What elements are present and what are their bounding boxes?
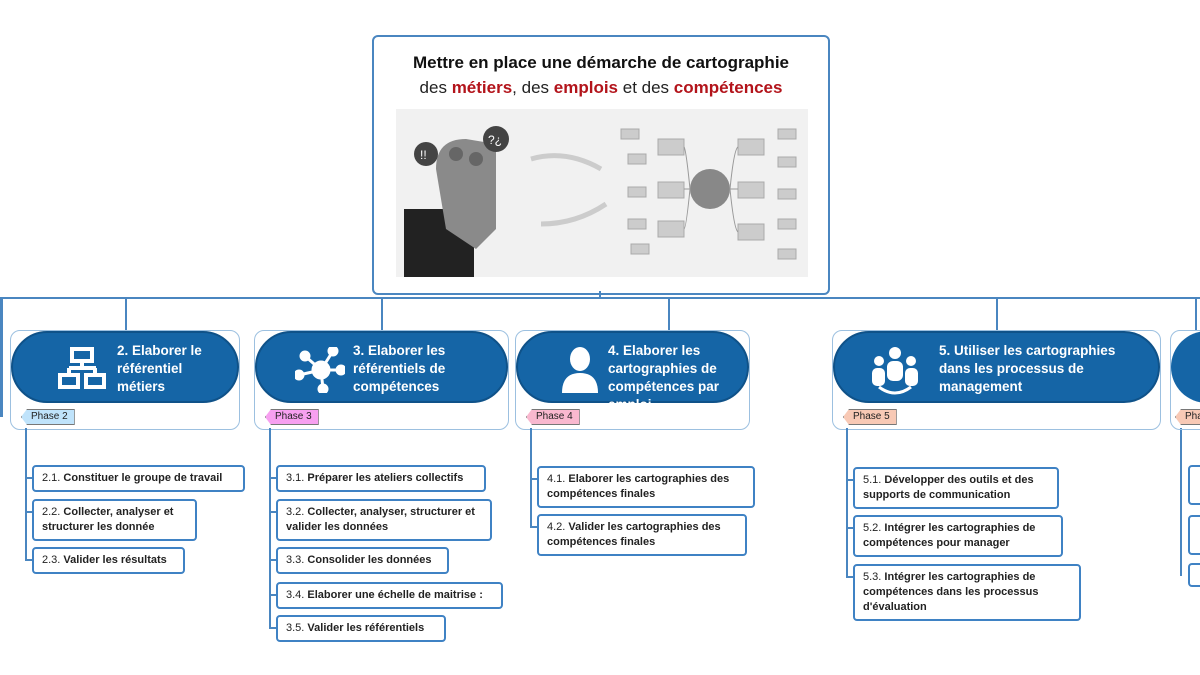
phase-card[interactable]: 3. Elaborer les référentiels de compéten… — [254, 330, 509, 430]
item-connector — [269, 511, 277, 513]
phase-node[interactable]: 3. Elaborer les référentiels de compéten… — [255, 331, 508, 403]
task-item[interactable]: 3.4. Elaborer une échelle de maitrise : — [276, 582, 503, 609]
task-item[interactable]: 5.2. Intégrer les cartographies de compé… — [853, 515, 1063, 557]
phase-node[interactable]: 5. Utiliser les cartographies dans les p… — [833, 331, 1160, 403]
svg-text:!!: !! — [420, 148, 427, 162]
phase-tag: Phase 3 — [265, 409, 319, 425]
task-item[interactable]: 2.1. Constituer le groupe de travail — [32, 465, 245, 492]
team-icon — [871, 347, 919, 400]
phase-1-card-partial — [0, 297, 3, 417]
phase-connector — [381, 297, 383, 330]
root-connector — [599, 291, 601, 298]
phase-node[interactable]: 2. Elaborer le référentiel métiers — [11, 331, 239, 403]
item-connector — [25, 511, 33, 513]
task-item[interactable]: 3.1. Préparer les ateliers collectifs — [276, 465, 486, 492]
item-connector — [269, 559, 277, 561]
item-connector — [25, 477, 33, 479]
phase-card[interactable]: 5. Utiliser les cartographies dans les p… — [832, 330, 1161, 430]
phase-title: 4. Elaborer les cartographies de compéte… — [608, 343, 720, 412]
item-connector — [846, 576, 854, 578]
item-connector — [269, 627, 277, 629]
phase-title: 5. Utiliser les cartographies dans les p… — [939, 343, 1116, 394]
item-connector — [269, 477, 277, 479]
connector — [1195, 297, 1197, 330]
items-connector — [269, 428, 271, 629]
phase-connector — [996, 297, 998, 330]
main-connector — [0, 297, 1200, 299]
task-item[interactable]: 2.3. Valider les résultats — [32, 547, 185, 574]
task-item-partial[interactable] — [1188, 563, 1200, 587]
phase-tag: Pha — [1175, 409, 1200, 425]
task-item[interactable]: 3.2. Collecter, analyser, structurer et … — [276, 499, 492, 541]
phase-card[interactable]: 2. Elaborer le référentiel métiers Phase… — [10, 330, 240, 430]
items-connector — [846, 428, 848, 578]
person-icon — [560, 347, 600, 398]
items-connector — [25, 428, 27, 561]
task-item[interactable]: 4.1. Elaborer les cartographies des comp… — [537, 466, 755, 508]
phase-title: 3. Elaborer les référentiels de compéten… — [353, 343, 446, 394]
phase-6-card-partial[interactable]: Pha — [1170, 330, 1200, 430]
task-item[interactable]: 2.2. Collecter, analyser et structurer l… — [32, 499, 197, 541]
svg-text:?¿: ?¿ — [488, 133, 502, 147]
task-item[interactable]: 5.3. Intégrer les cartographies de compé… — [853, 564, 1081, 621]
phase-tag: Phase 5 — [843, 409, 897, 425]
task-item[interactable]: 3.3. Consolider les données — [276, 547, 449, 574]
item-connector — [530, 526, 538, 528]
phase-node[interactable]: 4. Elaborer les cartographies de compéte… — [516, 331, 749, 412]
item-connector — [25, 559, 33, 561]
task-item[interactable]: 3.5. Valider les référentiels — [276, 615, 446, 642]
root-title-line1: Mettre en place une démarche de cartogra… — [412, 53, 789, 72]
phase-card[interactable]: 4. Elaborer les cartographies de compéte… — [515, 330, 750, 430]
phase-title: 2. Elaborer le référentiel métiers — [117, 343, 202, 394]
item-connector — [846, 479, 854, 481]
root-node[interactable]: Mettre en place une démarche de cartogra… — [372, 35, 830, 295]
phase-connector — [668, 297, 670, 330]
task-item[interactable]: 4.2. Valider les cartographies des compé… — [537, 514, 747, 556]
item-connector — [530, 478, 538, 480]
mindmap-illustration: !! ?¿ — [396, 109, 808, 277]
task-item-partial[interactable] — [1188, 465, 1200, 505]
task-item[interactable]: 5.1. Développer des outils et des suppor… — [853, 467, 1059, 509]
root-title-line2: des métiers, des emplois et des compéten… — [419, 78, 783, 97]
network-hub-icon — [293, 345, 347, 398]
org-chart-icon — [58, 347, 108, 396]
task-item-partial[interactable] — [1188, 515, 1200, 555]
phase-tag: Phase 2 — [21, 409, 75, 425]
phase-tag: Phase 4 — [526, 409, 580, 425]
item-connector — [846, 527, 854, 529]
item-connector — [269, 594, 277, 596]
items-connector — [1180, 428, 1182, 576]
phase-connector — [125, 297, 127, 330]
